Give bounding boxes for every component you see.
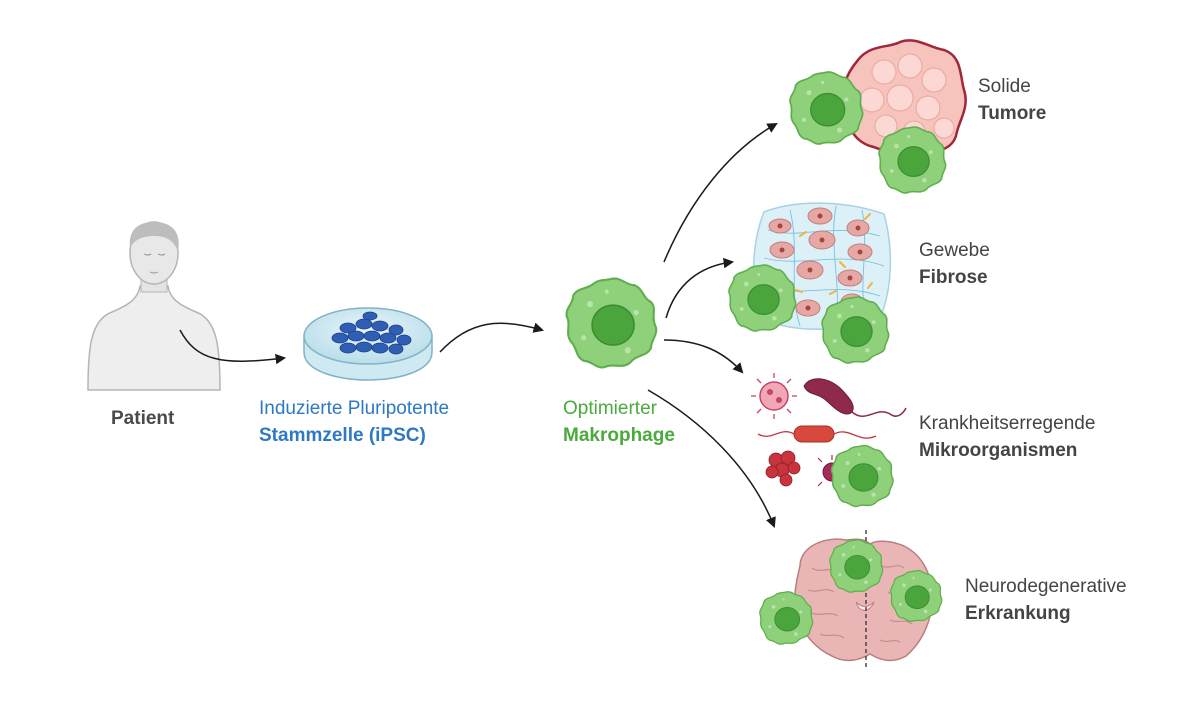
- arrow-to-neuro: [647, 389, 776, 528]
- bacterium-rod-icon: [757, 425, 877, 443]
- tumor-icon: [789, 39, 967, 194]
- arrow-patient-to-ipsc: [179, 329, 287, 365]
- virus-icon: [751, 373, 797, 419]
- microorganisms-icon: [751, 373, 907, 508]
- arrow-to-tumor: [663, 122, 778, 263]
- ipsc-label: Induzierte Pluripotente Stammzelle (iPSC…: [259, 395, 449, 449]
- target-label-tumor: Solide Tumore: [978, 73, 1046, 127]
- ipsc-label-line1: Induzierte Pluripotente: [259, 398, 450, 419]
- macrophage-label: Optimierter Makrophage: [563, 395, 675, 449]
- arrow-to-fibrosis: [665, 257, 735, 319]
- target-micro-line1: Krankheitserregende: [919, 413, 1096, 434]
- target-fibrosis-line1: Gewebe: [919, 240, 990, 261]
- fibrosis-tissue-icon: [728, 202, 892, 364]
- bacterium-curved-icon: [803, 378, 907, 417]
- target-micro-line2: Mikroorganismen: [919, 440, 1078, 461]
- target-label-microorganisms: Krankheitserregende Mikroorganismen: [919, 410, 1095, 464]
- target-tumor-line1: Solide: [978, 76, 1031, 97]
- process-arrows: [179, 122, 778, 528]
- petri-dish-icon: [303, 307, 433, 381]
- target-tumor-line2: Tumore: [978, 103, 1047, 124]
- brain-icon: [759, 530, 943, 670]
- arrow-to-microorganisms: [663, 339, 744, 374]
- macrophage-label-line2: Makrophage: [563, 425, 675, 446]
- patient-label: Patient: [111, 408, 175, 429]
- target-label-fibrosis: Gewebe Fibrose: [919, 237, 990, 291]
- cocci-cluster-icon: [765, 450, 801, 487]
- patient-icon: [87, 221, 221, 391]
- target-neuro-line1: Neurodegenerative: [965, 576, 1127, 597]
- macrophage-label-line1: Optimierter: [563, 398, 657, 419]
- macrophage-icon: [565, 277, 658, 369]
- target-label-neuro: Neurodegenerative Erkrankung: [965, 573, 1127, 627]
- target-neuro-line2: Erkrankung: [965, 603, 1071, 624]
- arrow-ipsc-to-macrophage: [439, 322, 545, 353]
- ipsc-label-line2: Stammzelle (iPSC): [259, 425, 426, 446]
- target-fibrosis-line2: Fibrose: [919, 267, 988, 288]
